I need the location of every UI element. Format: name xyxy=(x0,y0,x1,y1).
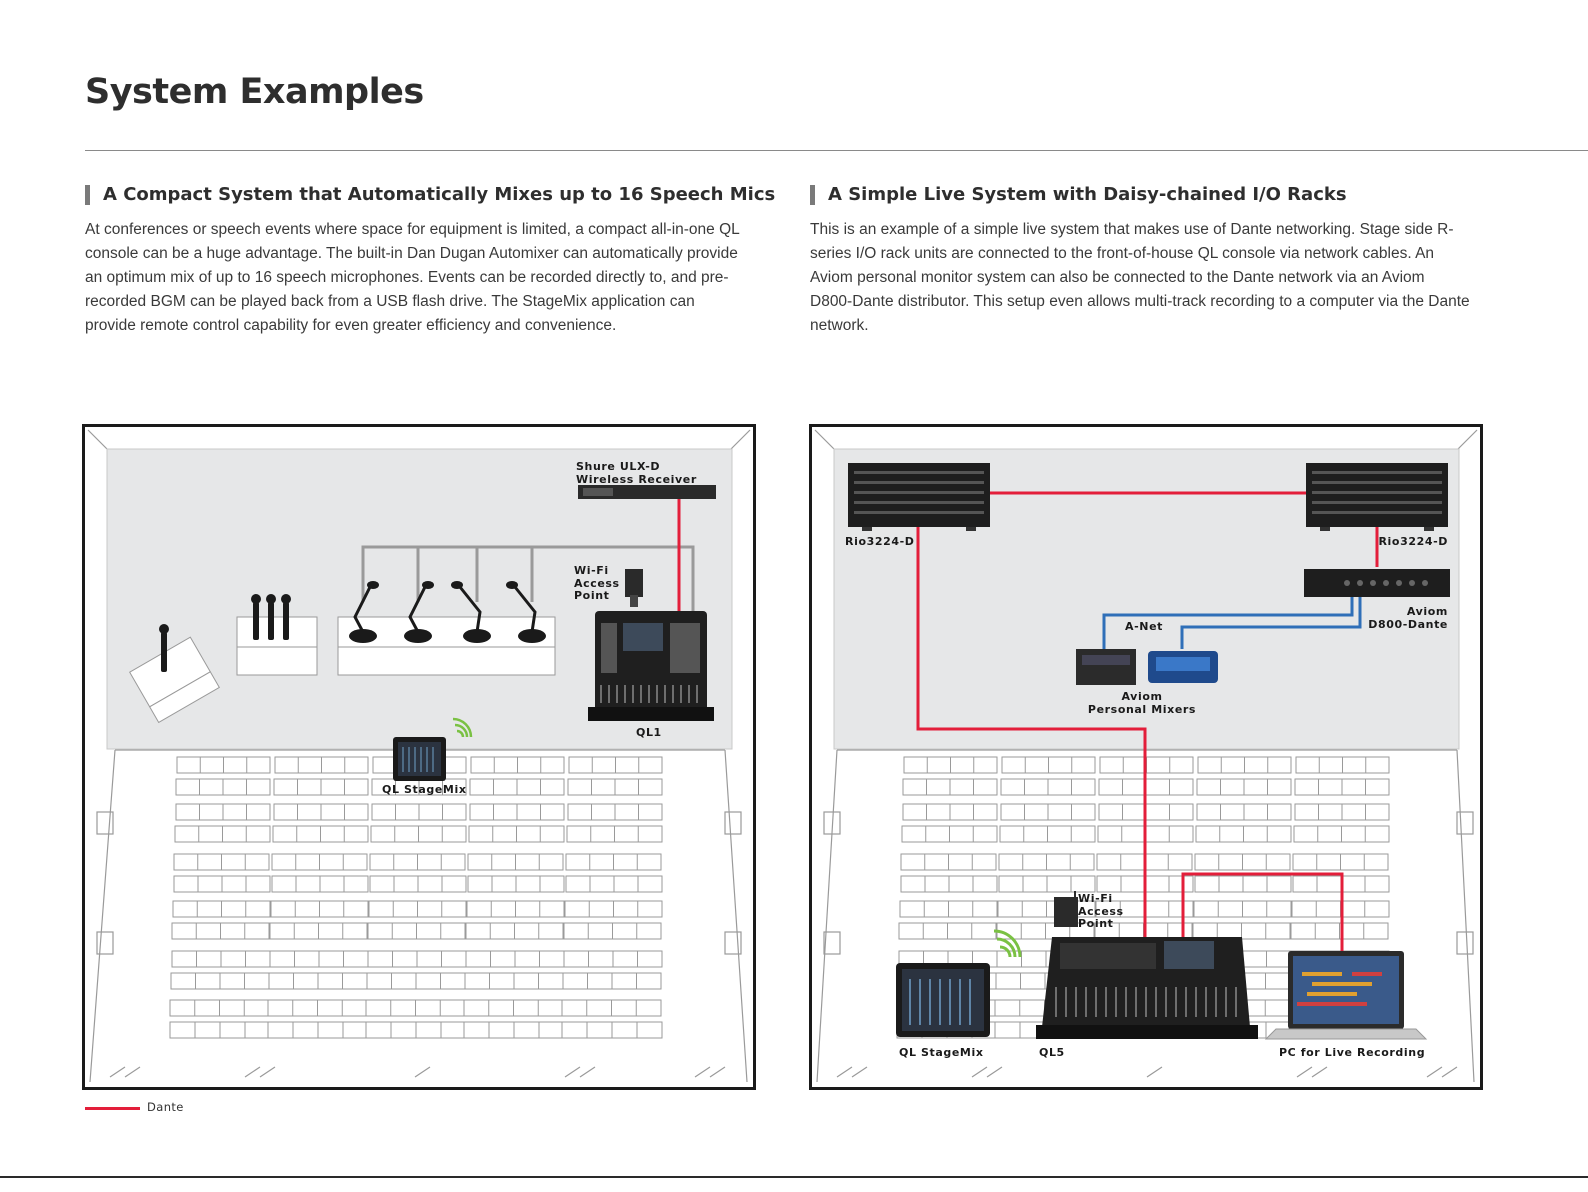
dante-legend-label: Dante xyxy=(147,1100,184,1114)
stagemix-label: QL StageMix xyxy=(899,1047,984,1060)
personal-mixers-label: Aviom Personal Mixers xyxy=(1082,691,1202,716)
receiver-label: Shure ULX-D Wireless Receiver xyxy=(576,461,697,486)
heading-marker xyxy=(810,185,815,205)
compact-system-svg xyxy=(85,427,753,1087)
anet-label: A-Net xyxy=(1125,621,1163,634)
left-heading-text: A Compact System that Automatically Mixe… xyxy=(103,184,775,205)
ql5-label: QL5 xyxy=(1039,1047,1065,1060)
right-section-body: This is an example of a simple live syst… xyxy=(810,218,1470,338)
heading-marker xyxy=(85,185,90,205)
live-system-svg xyxy=(812,427,1480,1087)
ql1-console-icon xyxy=(588,611,714,721)
wifi-label: Wi-Fi Access Point xyxy=(1078,893,1124,931)
right-heading-text: A Simple Live System with Daisy-chained … xyxy=(828,184,1347,205)
wifi-label: Wi-Fi Access Point xyxy=(574,565,620,603)
footer-rule xyxy=(0,1176,1588,1178)
stagemix-label: QL StageMix xyxy=(382,784,467,797)
rio-left-label: Rio3224-D xyxy=(845,536,915,549)
left-section-heading: A Compact System that Automatically Mixe… xyxy=(85,184,783,206)
ql5-console-icon xyxy=(1036,937,1258,1039)
left-section-body: At conferences or speech events where sp… xyxy=(85,218,745,338)
pc-label: PC for Live Recording xyxy=(1279,1047,1425,1060)
title-divider xyxy=(85,150,1588,151)
compact-system-diagram: Shure ULX-D Wireless Receiver Wi-Fi Acce… xyxy=(82,424,756,1090)
ql1-label: QL1 xyxy=(636,727,662,740)
page-title: System Examples xyxy=(85,72,424,112)
aviom-d800-label: Aviom D800-Dante xyxy=(1352,606,1448,631)
dante-line-swatch xyxy=(85,1107,140,1110)
rio-left-icon xyxy=(848,463,990,531)
right-section-heading: A Simple Live System with Daisy-chained … xyxy=(810,184,1508,206)
rio-right-icon xyxy=(1306,463,1448,531)
live-system-diagram: Rio3224-D Rio3224-D Aviom D800-Dante A-N… xyxy=(809,424,1483,1090)
rio-right-label: Rio3224-D xyxy=(1352,536,1448,549)
